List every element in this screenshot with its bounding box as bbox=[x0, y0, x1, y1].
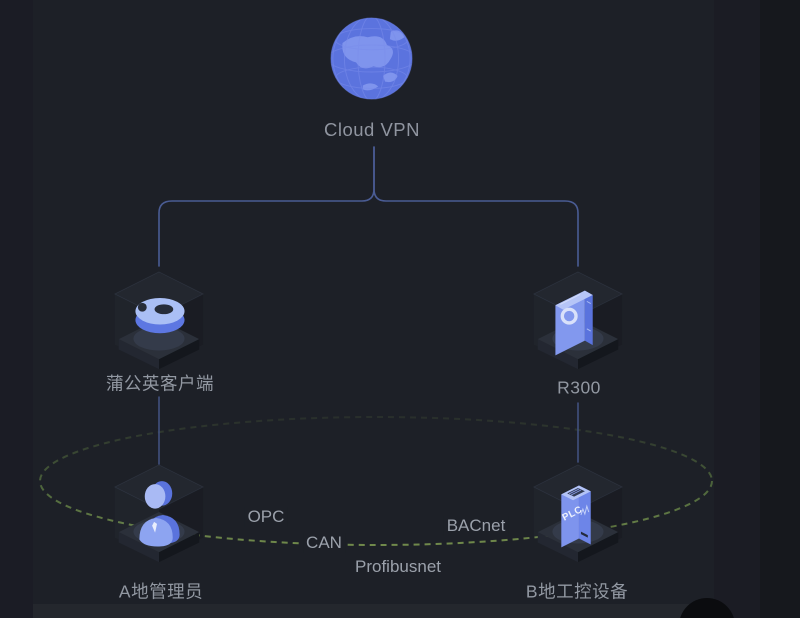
right-edge-band-outer bbox=[760, 0, 800, 618]
right-edge-band-inner bbox=[714, 0, 760, 618]
vpn-branch-left bbox=[158, 146, 375, 267]
router-box-icon bbox=[532, 271, 624, 370]
cloud-vpn-label: Cloud VPN bbox=[323, 119, 421, 140]
protocol-label-profibusnet: Profibusnet bbox=[352, 557, 444, 577]
r300-label: R300 bbox=[557, 377, 601, 398]
floating-widget-button[interactable] bbox=[679, 598, 735, 618]
plc-tower-icon: PLC bbox=[532, 464, 624, 563]
globe-icon bbox=[330, 17, 413, 100]
site-b-device-label: B地工控设备 bbox=[525, 581, 629, 602]
r300-node bbox=[524, 268, 632, 378]
left-edge-band bbox=[0, 0, 33, 618]
protocol-label-can: CAN bbox=[303, 533, 345, 553]
pgy-client-node bbox=[105, 268, 213, 378]
pgy-client-label: 蒲公英客户端 bbox=[106, 373, 214, 394]
protocol-label-opc: OPC bbox=[244, 507, 288, 527]
protocol-label-bacnet: BACnet bbox=[443, 516, 509, 536]
site-a-admin-node bbox=[105, 461, 213, 571]
pgy-donut-icon bbox=[113, 271, 205, 370]
vpn-branch-right bbox=[373, 146, 579, 267]
site-b-device-node: PLC bbox=[524, 461, 632, 571]
site-a-admin-label: A地管理员 bbox=[118, 581, 204, 602]
bottom-strip bbox=[33, 604, 714, 618]
person-icon bbox=[113, 464, 205, 563]
fieldbus-orbit-ellipse bbox=[39, 416, 713, 546]
